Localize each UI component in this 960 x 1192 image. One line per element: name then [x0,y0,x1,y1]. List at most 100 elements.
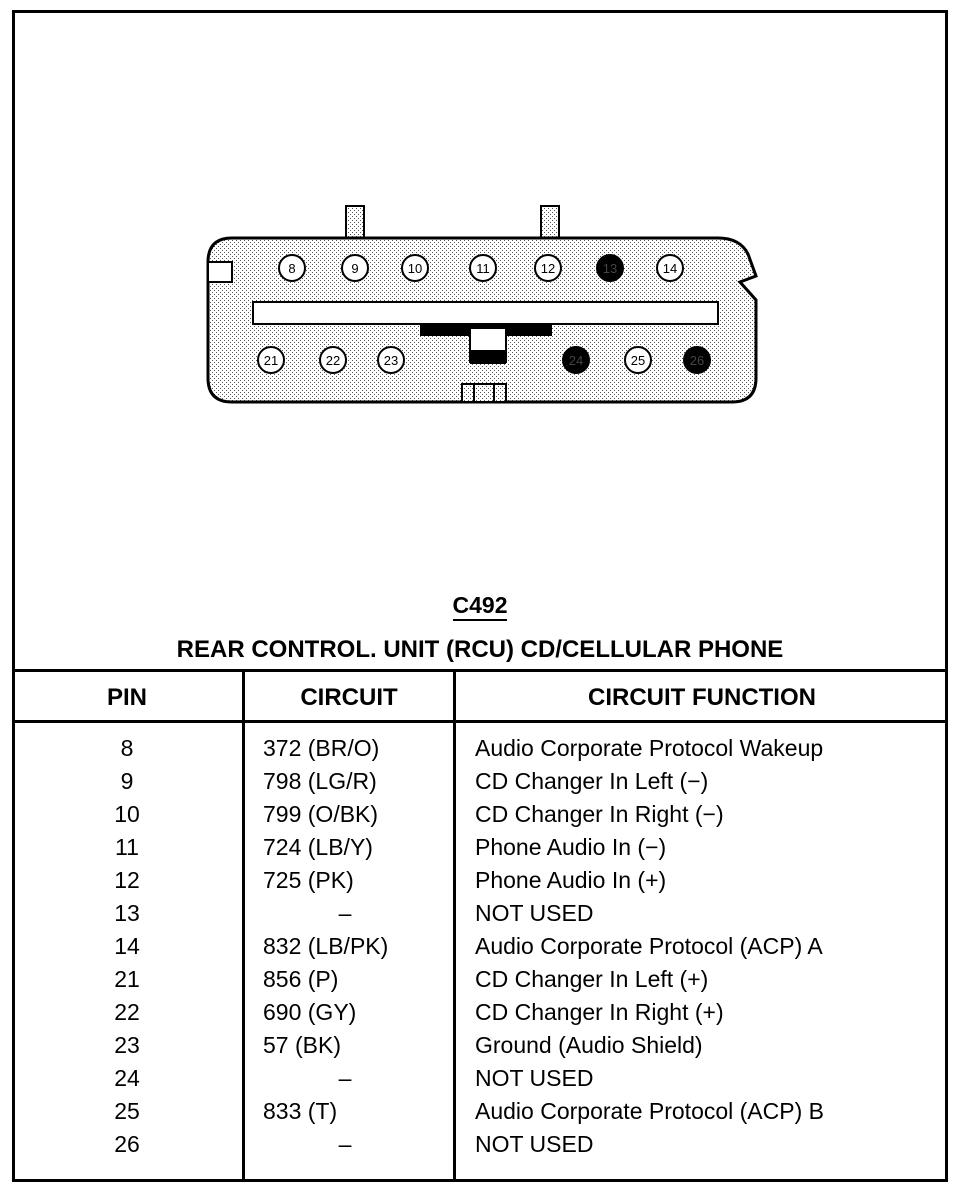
pin-circle [319,346,347,374]
header-circuit-function: CIRCUIT FUNCTION [588,684,816,711]
pin-circle [278,254,306,282]
pin-label: 12 [541,261,555,276]
circuit-cell: 57 (BK) [263,1032,341,1058]
pin-cell: 22 [114,999,140,1025]
connector-tab-right [540,205,560,239]
pin-circle [596,254,624,282]
function-cell: CD Changer In Right (−) [475,801,724,827]
connector-key-fill [470,350,506,364]
circuit-cell: 372 (BR/O) [263,735,380,761]
circuit-cell: 799 (O/BK) [263,801,379,827]
circuit-cell: – [338,1065,352,1091]
pin-cell: 10 [114,801,140,827]
pin-circle [683,346,711,374]
table-row: 14 832 (LB/PK) Audio Corporate Protocol (A… [0,933,960,966]
connector-pin: 9 [341,254,369,282]
pin-circle [624,346,652,374]
connector-pin: 22 [319,346,347,374]
pin-circle [377,346,405,374]
connector-pin: 23 [377,346,405,374]
function-cell: CD Changer In Right (+) [475,999,724,1025]
pin-cell: 21 [114,966,140,992]
pin-cell: 9 [120,768,134,794]
table-row: 9 798 (LG/R) CD Changer In Left (−) [0,768,960,801]
function-cell: Audio Corporate Protocol (ACP) B [475,1098,824,1124]
connector-bottom-tab [461,383,507,403]
function-cell: NOT USED [475,900,594,926]
function-cell: Audio Corporate Protocol (ACP) A [475,933,823,959]
pin-circle [562,346,590,374]
connector-tab-left [345,205,365,239]
connector-pin: 13 [596,254,624,282]
connector-pin: 24 [562,346,590,374]
pin-cell: 26 [114,1131,140,1157]
function-cell: Phone Audio In (+) [475,867,667,893]
pin-circle [341,254,369,282]
connector-drawing: 8 9 10 11 12 13 14 21 22 23 24 25 26 [206,205,758,404]
diagram-frame [12,10,948,1182]
pin-label: 11 [476,261,490,276]
function-cell: NOT USED [475,1065,594,1091]
connector-pin: 14 [656,254,684,282]
connector-slot [252,301,719,325]
function-cell: Audio Corporate Protocol Wakeup [475,735,824,761]
connector-id: C492 [0,592,960,621]
circuit-cell: 724 (LB/Y) [263,834,373,860]
pin-cell: 13 [114,900,140,926]
connector-pin: 26 [683,346,711,374]
connector-notch [207,261,233,283]
table-row: 26–NOT USED [0,1131,960,1164]
pin-label: 8 [288,261,295,276]
table-row: 24 – NOT USED [0,1065,960,1098]
circuit-cell: 798 (LG/R) [263,768,377,794]
pin-cell: 12 [114,867,140,893]
circuit-cell: 690 (GY) [263,999,357,1025]
function-cell: CD Changer In Left (−) [475,768,709,794]
table-row: 12 725 (PK) Phone Audio In (+) [0,867,960,900]
table-top-rule [12,669,948,672]
circuit-cell: 833 (T) [263,1098,338,1124]
pin-label: 14 [663,261,677,276]
table-column-divider [242,672,245,1182]
pin-cell: 14 [114,933,140,959]
pin-label: 21 [264,353,278,368]
pin-label: 10 [408,261,422,276]
pin-label: 25 [631,353,645,368]
circuit-cell: 725 (PK) [263,867,354,893]
table-column-divider [453,672,456,1182]
connector-pin: 12 [534,254,562,282]
connector-description: REAR CONTROL. UNIT (RCU) CD/CELLULAR PHO… [176,636,784,663]
circuit-cell: 856 (P) [263,966,339,992]
header-circuit: CIRCUIT [300,684,398,711]
table-row: 10 799 (O/BK) CD Changer In Right (−) [0,801,960,834]
header-pin: PIN [106,684,147,711]
connector-pin: 21 [257,346,285,374]
pin-circle [401,254,429,282]
pin-circle [656,254,684,282]
pin-label: 23 [384,353,398,368]
connector-pin: 25 [624,346,652,374]
pin-label: 13 [603,261,617,276]
table-row: 22 690 (GY) CD Changer In Right (+) [0,999,960,1032]
connector-pin: 8 [278,254,306,282]
pin-cell: 25 [114,1098,140,1124]
function-cell: Ground (Audio Shield) [475,1032,703,1058]
table-row: 23 57 (BK) Ground (Audio Shield) [0,1032,960,1065]
connector-pin: 10 [401,254,429,282]
pin-label: 22 [326,353,340,368]
function-cell: Phone Audio In (−) [475,834,667,860]
pin-cell: 24 [114,1065,140,1091]
connector-pin: 11 [469,254,497,282]
circuit-cell: – [338,900,352,926]
table-row: 25 833 (T) Audio Corporate Protocol (ACP) … [0,1098,960,1131]
pin-label: 26 [690,353,704,368]
pin-circle [469,254,497,282]
table-row: 13 – NOT USED [0,900,960,933]
pin-cell: 23 [114,1032,140,1058]
circuit-cell: 832 (LB/PK) [263,933,389,959]
pin-label: 24 [569,353,583,368]
